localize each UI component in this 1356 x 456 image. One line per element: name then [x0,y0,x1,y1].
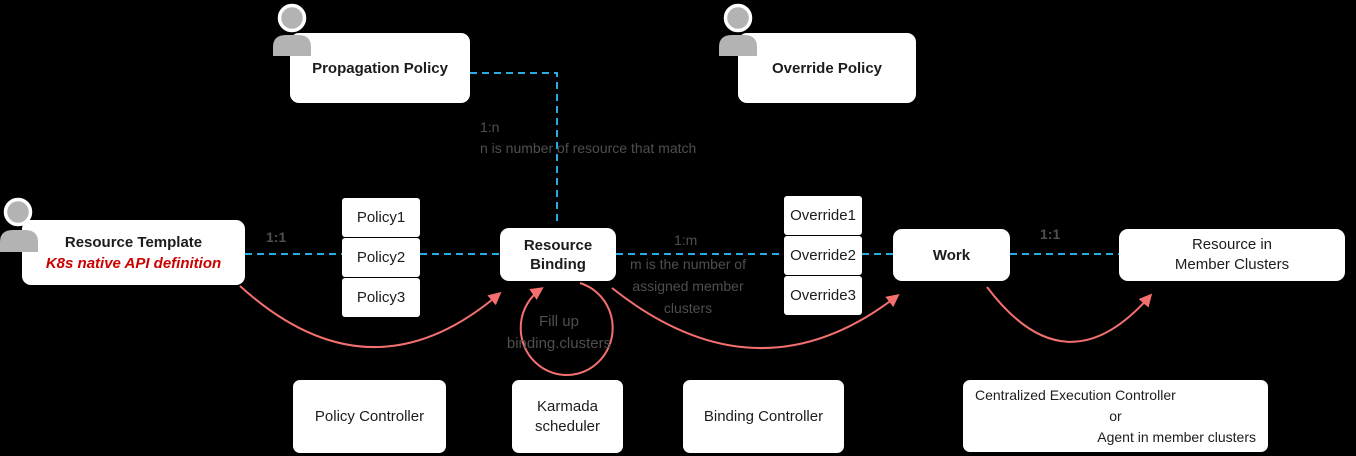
policy-controller-arc [239,285,502,348]
scheduler-loop-arc [519,282,614,376]
resource-member-line1: Resource in [1191,236,1273,253]
propagation-policy-node: Propagation Policy [290,33,470,103]
policy1-node: Policy1 [342,198,420,237]
policy2-node: Policy2 [342,238,420,277]
override3-node: Override3 [784,276,862,315]
person-icon [271,2,313,61]
work-node: Work [893,229,1010,281]
binding-controller-arc [611,287,900,350]
execution-controller-line2: or [1109,407,1122,424]
resource-template-title: Resource Template [64,233,203,251]
binding-controller-node: Binding Controller [683,380,844,453]
ratio-desc-1m: m is the number of assigned member clust… [628,253,748,319]
resource-member-line2: Member Clusters [1174,256,1290,273]
ratio-label-11-right: 1:1 [1040,226,1061,242]
fill-up-line2: binding.clusters [506,335,612,352]
resource-binding-node: Resource Binding [500,228,616,281]
ratio-desc-1m-line2: assigned member [632,278,744,294]
policy3-node: Policy3 [342,278,420,317]
propagation-policy-connector [470,72,558,226]
execution-controller-line3: Agent in member clusters [1097,428,1256,445]
ratio-label-11-left: 1:1 [266,229,287,245]
fill-up-line1: Fill up [538,313,579,330]
resource-in-member-clusters-node: Resource in Member Clusters [1119,229,1345,281]
person-icon [717,2,759,61]
ratio-desc-1n: n is number of resource that match [480,140,697,156]
ratio-desc-1m-line3: clusters [663,300,713,316]
karmada-scheduler-node: Karmada scheduler [512,380,623,453]
fill-up-label: Fill up binding.clusters [498,311,620,355]
execution-controller-line1: Centralized Execution Controller [975,386,1176,403]
override-stack: Override1 Override2 Override3 [784,196,862,316]
karmada-scheduler-line2: scheduler [534,417,601,435]
policy-controller-node: Policy Controller [293,380,446,453]
execution-controller-arc [986,286,1153,343]
resource-template-subtitle: K8s native API definition [45,254,222,272]
resource-binding-line2: Binding [530,255,586,273]
policy-stack: Policy1 Policy2 Policy3 [342,198,420,318]
override1-node: Override1 [784,196,862,235]
resource-binding-line1: Resource [523,236,593,254]
karmada-scheduler-line1: Karmada [537,397,598,415]
ratio-desc-1m-line1: m is the number of [630,256,746,272]
execution-controller-node: Centralized Execution Controller or Agen… [963,380,1268,452]
override2-node: Override2 [784,236,862,275]
ratio-label-1n: 1:n [480,119,500,135]
override-policy-node: Override Policy [738,33,916,103]
ratio-label-1m: 1:m [674,232,698,248]
resource-template-node: Resource Template K8s native API definit… [22,220,245,285]
person-icon [0,196,40,257]
